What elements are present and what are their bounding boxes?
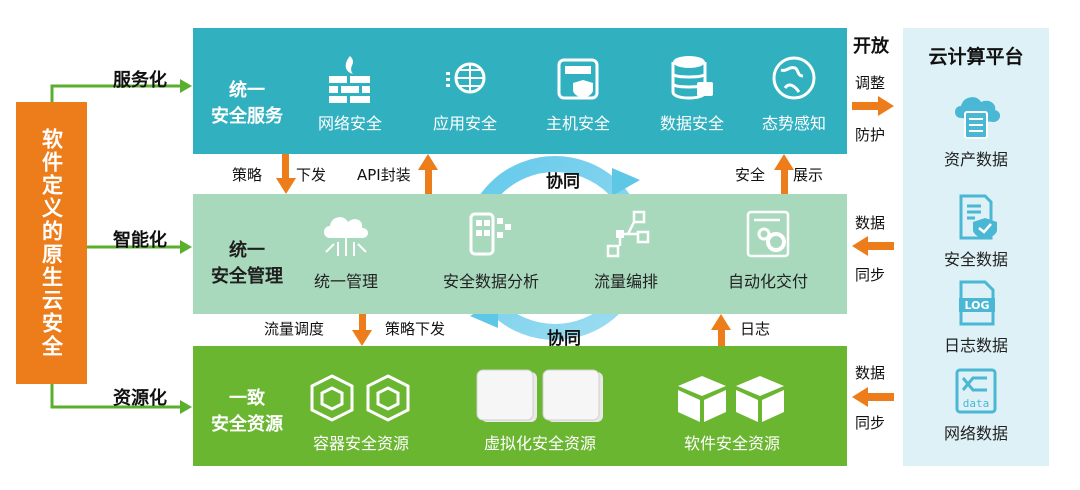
container-cubes-icon bbox=[310, 374, 410, 422]
display-label: 展示 bbox=[793, 166, 824, 184]
left-connectors bbox=[50, 84, 186, 409]
traffic-orchestration-label: 流量编排 bbox=[593, 272, 658, 291]
auto-delivery-label: 自动化交付 bbox=[727, 272, 808, 291]
data-icon-text: data bbox=[963, 397, 990, 410]
database-icon bbox=[671, 56, 713, 100]
security-resource-layer: 一致 安全资源 容器安全资源 虚拟化安全资源 bbox=[193, 346, 847, 466]
host-security-label: 主机安全 bbox=[545, 114, 610, 133]
resource-title-line1: 一致 bbox=[229, 388, 265, 409]
issue-label: 下发 bbox=[296, 166, 327, 184]
management-title-line2: 安全管理 bbox=[211, 266, 283, 287]
security-data-label: 安全数据 bbox=[943, 250, 1008, 269]
situation-awareness-item: 态势感知 bbox=[729, 52, 859, 134]
data-sync2-data: 数据 bbox=[855, 364, 886, 382]
strategy-issue-label: 策略下发 bbox=[385, 320, 446, 338]
app-security-item: 应用安全 bbox=[400, 52, 530, 134]
resource-title-line2: 安全资源 bbox=[211, 414, 283, 435]
host-security-item: 主机安全 bbox=[513, 52, 643, 134]
network-data-item: data 网络数据 bbox=[903, 366, 1049, 444]
cloud-platform-title: 云计算平台 bbox=[928, 46, 1024, 68]
auto-delivery-item: 自动化交付 bbox=[703, 208, 833, 292]
cloud-network-icon bbox=[324, 217, 368, 256]
network-shuffle-icon: data bbox=[955, 368, 997, 414]
collab-top-label: 协同 bbox=[546, 172, 580, 192]
cloud-platform-panel: 云计算平台 资产数据 安全数据 LOG 日志数据 data bbox=[903, 28, 1049, 466]
asset-data-item: 资产数据 bbox=[903, 92, 1049, 170]
container-resource-item: 容器安全资源 bbox=[291, 372, 431, 454]
data-analysis-item: 安全数据分析 bbox=[416, 208, 566, 292]
log-file-icon: LOG bbox=[959, 280, 995, 326]
app-security-label: 应用安全 bbox=[432, 114, 497, 133]
data-sync1-sync: 同步 bbox=[855, 266, 886, 284]
resource-layer-title: 一致 安全资源 bbox=[203, 386, 291, 438]
strategy-label: 策略 bbox=[232, 166, 263, 184]
software-resource-item: 软件安全资源 bbox=[657, 372, 807, 454]
api-wrap-label: API封装 bbox=[357, 166, 411, 184]
data-security-item: 数据安全 bbox=[627, 52, 757, 134]
software-resource-label: 软件安全资源 bbox=[683, 434, 780, 453]
security-management-layer: 统一 安全管理 统一管理 安全数据分析 流量编排 bbox=[193, 194, 847, 314]
network-security-label: 网络安全 bbox=[317, 114, 382, 133]
unified-management-item: 统一管理 bbox=[281, 208, 411, 292]
security-service-layer: 统一 安全服务 网络安全 应用安全 主机安全 bbox=[193, 28, 847, 154]
service-title-line2: 安全服务 bbox=[211, 106, 283, 127]
shield-document-icon bbox=[959, 194, 997, 240]
log-data-item: LOG 日志数据 bbox=[903, 278, 1049, 356]
firewall-icon bbox=[329, 56, 370, 103]
app-shield-icon bbox=[446, 62, 486, 94]
virtual-blocks-icon bbox=[476, 369, 603, 422]
data-analysis-label: 安全数据分析 bbox=[442, 272, 539, 291]
vertical-arrows bbox=[276, 154, 794, 346]
service-title-line1: 统一 bbox=[229, 80, 265, 101]
management-layer-title: 统一 安全管理 bbox=[203, 238, 291, 290]
open-label: 开放 bbox=[853, 36, 889, 57]
cloud-server-icon bbox=[955, 97, 1001, 139]
gear-code-icon bbox=[746, 210, 790, 258]
resource-label: 资源化 bbox=[113, 388, 167, 409]
unified-management-label: 统一管理 bbox=[313, 272, 378, 291]
log-label: 日志 bbox=[740, 320, 771, 338]
log-data-label: 日志数据 bbox=[943, 336, 1008, 355]
protect-label: 防护 bbox=[855, 126, 886, 144]
data-sync1-data: 数据 bbox=[855, 214, 886, 232]
virtualization-resource-item: 虚拟化安全资源 bbox=[455, 368, 625, 454]
traffic-dispatch-label: 流量调度 bbox=[264, 320, 325, 338]
adjust-label: 调整 bbox=[855, 74, 886, 92]
data-security-label: 数据安全 bbox=[659, 114, 724, 133]
globe-icon bbox=[772, 56, 816, 100]
service-layer-title: 统一 安全服务 bbox=[203, 78, 291, 130]
left-bar: 软件定义的原生云安全 bbox=[16, 102, 87, 384]
flow-icon bbox=[606, 210, 650, 258]
virtualization-resource-label: 虚拟化安全资源 bbox=[483, 434, 596, 453]
horizontal-arrows bbox=[852, 96, 894, 407]
container-resource-label: 容器安全资源 bbox=[312, 434, 409, 453]
security-label: 安全 bbox=[735, 166, 766, 184]
security-data-item: 安全数据 bbox=[903, 192, 1049, 270]
left-connector-arrowheads bbox=[180, 79, 192, 414]
network-security-item: 网络安全 bbox=[285, 52, 415, 134]
log-icon-text: LOG bbox=[965, 299, 990, 312]
situation-awareness-label: 态势感知 bbox=[761, 114, 826, 133]
network-data-label: 网络数据 bbox=[943, 424, 1008, 443]
collab-bottom-label: 协同 bbox=[547, 329, 581, 349]
service-label: 服务化 bbox=[113, 70, 167, 91]
management-title-line1: 统一 bbox=[229, 240, 265, 261]
server-shield-icon bbox=[557, 58, 599, 100]
analysis-blocks-icon bbox=[469, 212, 511, 256]
intelligent-label: 智能化 bbox=[113, 230, 167, 251]
asset-data-label: 资产数据 bbox=[943, 150, 1008, 169]
traffic-orchestration-item: 流量编排 bbox=[561, 208, 691, 292]
data-sync2-sync: 同步 bbox=[855, 414, 886, 432]
open-box-icon bbox=[678, 376, 784, 422]
